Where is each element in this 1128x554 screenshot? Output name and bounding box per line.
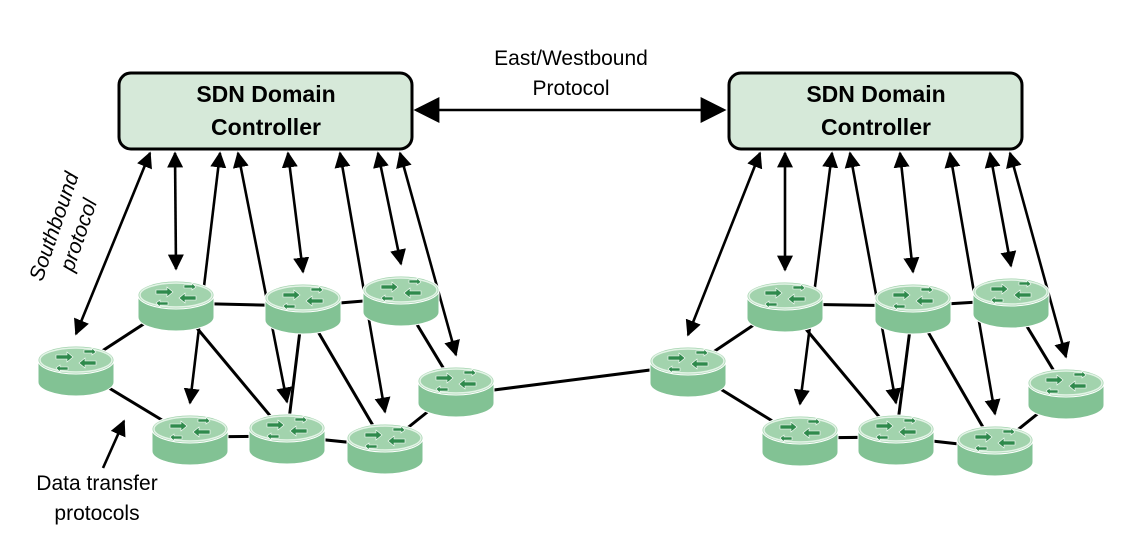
southbound-label: Southbound protocol [25, 168, 102, 284]
router-right-c-router-icon [892, 285, 934, 311]
southbound-arrow-right-5 [944, 151, 1001, 416]
southbound-arrow-right-6 [984, 151, 1017, 268]
router-left-f-router-icon [169, 416, 211, 442]
southbound-arrow-right-4 [893, 151, 920, 274]
southbound-arrow-left-3 [232, 151, 293, 404]
data-transfer-label-line2: protocols [54, 502, 139, 525]
router-right-d [972, 277, 1050, 329]
eastwest-label-line2: Protocol [532, 77, 609, 100]
southbound-arrow-left-7 [396, 151, 460, 357]
southbound-arrow-left-4 [281, 151, 310, 274]
router-left-e-router-icon [435, 368, 477, 394]
router-left-h [346, 423, 424, 475]
router-left-c-router-icon [282, 285, 324, 311]
southbound-arrow-left-0 [74, 151, 152, 336]
router-right-f-router-icon [779, 417, 821, 443]
router-right-b [746, 281, 824, 333]
southbound-arrow-right-2 [793, 151, 839, 406]
router-left-d-router-icon [380, 277, 422, 303]
router-left-f [151, 414, 229, 466]
router-right-h [956, 425, 1034, 477]
router-left-c [264, 283, 342, 335]
router-right-a-router-icon [667, 348, 709, 374]
router-left-g-router-icon [266, 415, 308, 441]
router-right-e [1027, 368, 1105, 420]
controller-right: SDN Domain Controller [727, 71, 1024, 151]
router-left-b-router-icon [155, 282, 197, 308]
router-right-e-router-icon [1045, 370, 1087, 396]
controller-left-line1: SDN Domain [196, 81, 335, 107]
router-left-h-router-icon [364, 425, 406, 451]
router-right-d-router-icon [990, 279, 1032, 305]
controller-left-line2: Controller [211, 114, 321, 140]
router-right-g [857, 414, 935, 466]
router-left-a-router-icon [55, 347, 97, 373]
southbound-arrow-right-7 [1006, 151, 1070, 359]
southbound-arrow-left-6 [373, 151, 406, 266]
router-left-e [417, 366, 495, 418]
router-left-g [248, 413, 326, 465]
controller-left: SDN Domain Controller [117, 71, 414, 151]
controller-right-line2: Controller [821, 114, 931, 140]
controller-right-line1: SDN Domain [806, 81, 945, 107]
southbound-arrows [74, 151, 1070, 416]
inter-domain-link [485, 367, 659, 393]
southbound-arrow-right-0 [685, 151, 763, 337]
southbound-arrow-right-3 [844, 151, 902, 405]
router-right-a [649, 346, 727, 398]
router-right-f [761, 415, 839, 467]
router-right-h-router-icon [974, 427, 1016, 453]
data-transfer-arrow [101, 419, 126, 469]
southbound-arrow-left-2 [183, 151, 227, 405]
data-transfer-label-line1: Data transfer [36, 472, 157, 495]
router-right-g-router-icon [875, 416, 917, 442]
southbound-arrow-left-1 [167, 151, 184, 271]
eastwest-label-line1: East/Westbound [494, 47, 648, 70]
router-left-b [137, 280, 215, 332]
southbound-arrow-left-5 [334, 151, 391, 414]
router-right-b-router-icon [764, 283, 806, 309]
router-right-c [874, 283, 952, 335]
router-left-a [37, 345, 115, 397]
router-left-d [362, 275, 440, 327]
routers [37, 275, 1105, 477]
